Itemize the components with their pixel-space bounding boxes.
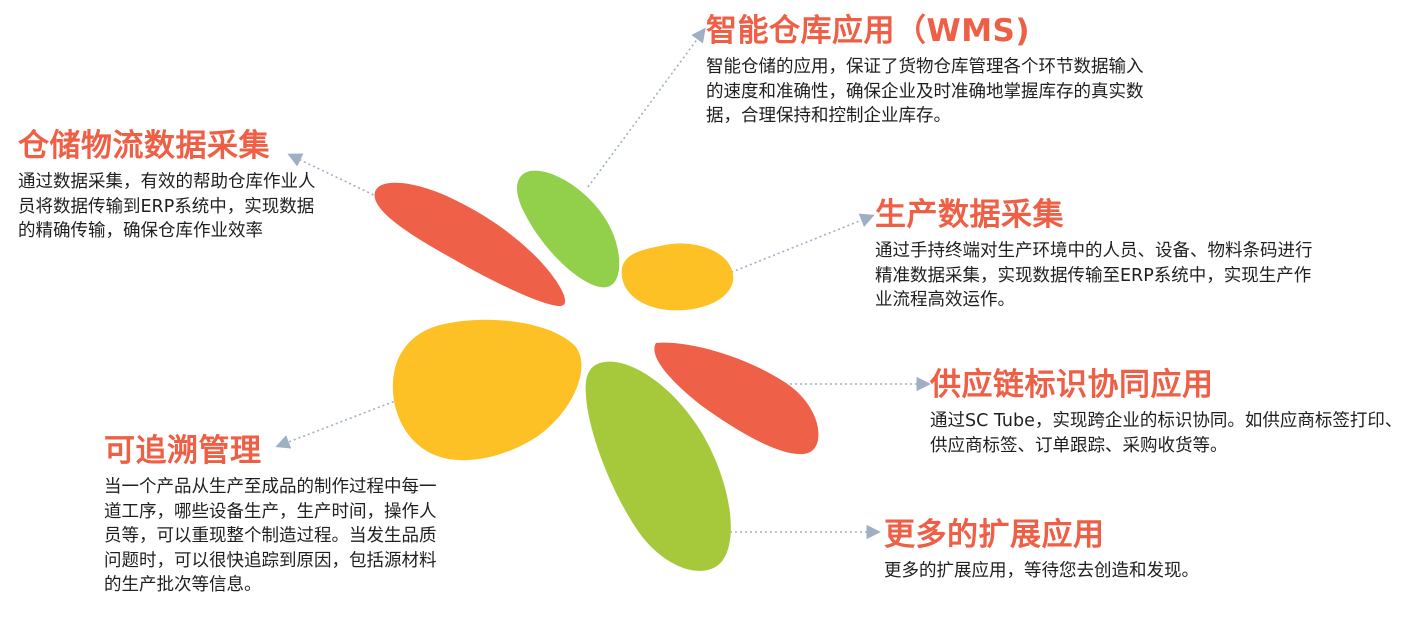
section-production: 生产数据采集 通过手持终端对生产环境中的人员、设备、物料条码进行精准数据采集，实…	[875, 196, 1330, 313]
wms-description: 智能仓储的应用，保证了货物仓库管理各个环节数据输入的速度和准确性，确保企业及时准…	[706, 57, 1144, 126]
connector-production	[721, 213, 875, 277]
petal-green-top	[517, 170, 620, 288]
more-description: 更多的扩展应用，等待您去创造和发现。	[884, 561, 1199, 581]
more-title: 更多的扩展应用	[884, 517, 1105, 553]
connector-warehouse	[287, 153, 379, 198]
section-trace: 可追溯管理 当一个产品从生产至成品的制作过程中每一道工序，哪些设备生产，生产时间…	[104, 432, 444, 598]
wms-title: 智能仓库应用（WMS)	[706, 13, 1031, 49]
petal-red-right	[654, 342, 819, 455]
warehouse-title: 仓储物流数据采集	[18, 128, 270, 164]
petal-yellow-small	[621, 243, 734, 311]
connector-wms	[587, 27, 706, 188]
trace-title: 可追溯管理	[104, 433, 262, 469]
warehouse-description: 通过数据采集，有效的帮助仓库作业人员将数据传输到ERP系统中，实现数据的精确传输…	[18, 172, 316, 241]
connector-trace	[275, 397, 404, 449]
production-title: 生产数据采集	[875, 197, 1064, 233]
petal-red-upper-left	[374, 182, 566, 306]
petal-yellow-large	[392, 319, 582, 461]
section-wms: 智能仓库应用（WMS) 智能仓储的应用，保证了货物仓库管理各个环节数据输入的速度…	[706, 12, 1161, 129]
trace-description: 当一个产品从生产至成品的制作过程中每一道工序，哪些设备生产，生产时间，操作人员等…	[104, 477, 437, 595]
section-supply: 供应链标识协同应用 通过SC Tube，实现跨企业的标识协同。如供应商标签打印、…	[930, 366, 1410, 458]
supply-description: 通过SC Tube，实现跨企业的标识协同。如供应商标签打印、供应商标签、订单跟踪…	[930, 411, 1403, 456]
petal-green-bottom	[585, 361, 731, 571]
production-description: 通过手持终端对生产环境中的人员、设备、物料条码进行精准数据采集，实现数据传输至E…	[875, 241, 1313, 310]
section-warehouse: 仓储物流数据采集 通过数据采集，有效的帮助仓库作业人员将数据传输到ERP系统中，…	[18, 127, 323, 244]
section-more: 更多的扩展应用 更多的扩展应用，等待您去创造和发现。	[884, 516, 1304, 584]
supply-title: 供应链标识协同应用	[930, 367, 1214, 403]
